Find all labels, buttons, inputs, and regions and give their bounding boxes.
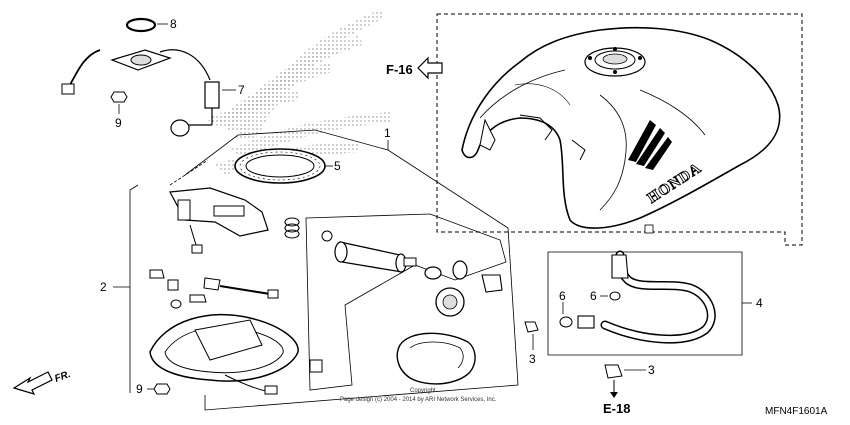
callout-2: 2 — [100, 280, 107, 294]
part-o-ring: 8 — [125, 17, 177, 33]
callout-8: 8 — [170, 17, 177, 31]
ref-e18[interactable]: E-18 — [603, 380, 630, 416]
pump-base-plate — [149, 313, 323, 395]
callout-3-left: 3 — [529, 352, 536, 366]
fuel-sender: 7 — [61, 49, 245, 137]
callout-7: 7 — [238, 83, 245, 97]
callout-6-left: 6 — [559, 289, 566, 303]
callout-5: 5 — [334, 159, 341, 173]
tank-wing-logo — [628, 120, 672, 170]
part-bolt-upper: 9 — [110, 91, 128, 130]
pump-kit-outline: 1 — [169, 126, 519, 411]
arrow-front-icon — [12, 371, 53, 395]
svg-text:E-18: E-18 — [603, 401, 630, 416]
part-clamp-3: 3 3 — [524, 321, 655, 379]
part-bolt-lower: 9 — [136, 382, 171, 396]
arrow-down-icon — [610, 392, 618, 398]
fuel-pump-motor — [321, 230, 503, 293]
ref-f16[interactable]: F-16 — [386, 56, 443, 80]
callout-6-right: 6 — [590, 289, 597, 303]
diagram-code: MFN4F1601A — [765, 406, 828, 417]
pump-cover — [396, 332, 476, 385]
subassembly-bracket: 2 — [100, 184, 139, 393]
fuel-hose-group: 4 — [547, 250, 763, 356]
fuel-filter — [435, 287, 465, 317]
copyright-line-1: Copyright — [410, 388, 436, 394]
svg-text:F-16: F-16 — [386, 62, 413, 77]
copyright-line-2: Page design (c) 2004 - 2014 by ARI Netwo… — [340, 397, 497, 403]
fuel-cap — [584, 47, 646, 77]
callout-9-upper: 9 — [115, 116, 122, 130]
front-direction: FR. — [12, 369, 72, 395]
callout-4: 4 — [756, 296, 763, 310]
part-clip-6: 6 6 — [559, 289, 608, 314]
arrow-left-icon — [417, 56, 443, 80]
pump-bracket — [169, 187, 269, 254]
callout-9-lower: 9 — [136, 382, 143, 396]
copyright: Copyright Page design (c) 2004 - 2014 by… — [340, 388, 497, 403]
fuel-tank — [461, 26, 781, 229]
callout-1: 1 — [384, 126, 391, 140]
callout-3-right: 3 — [648, 363, 655, 377]
front-label: FR. — [53, 369, 72, 385]
spring — [284, 217, 300, 239]
part-gasket: 5 — [234, 148, 341, 184]
fuel-tank-group: HONDA — [436, 13, 803, 246]
fittings-cluster — [149, 269, 279, 309]
